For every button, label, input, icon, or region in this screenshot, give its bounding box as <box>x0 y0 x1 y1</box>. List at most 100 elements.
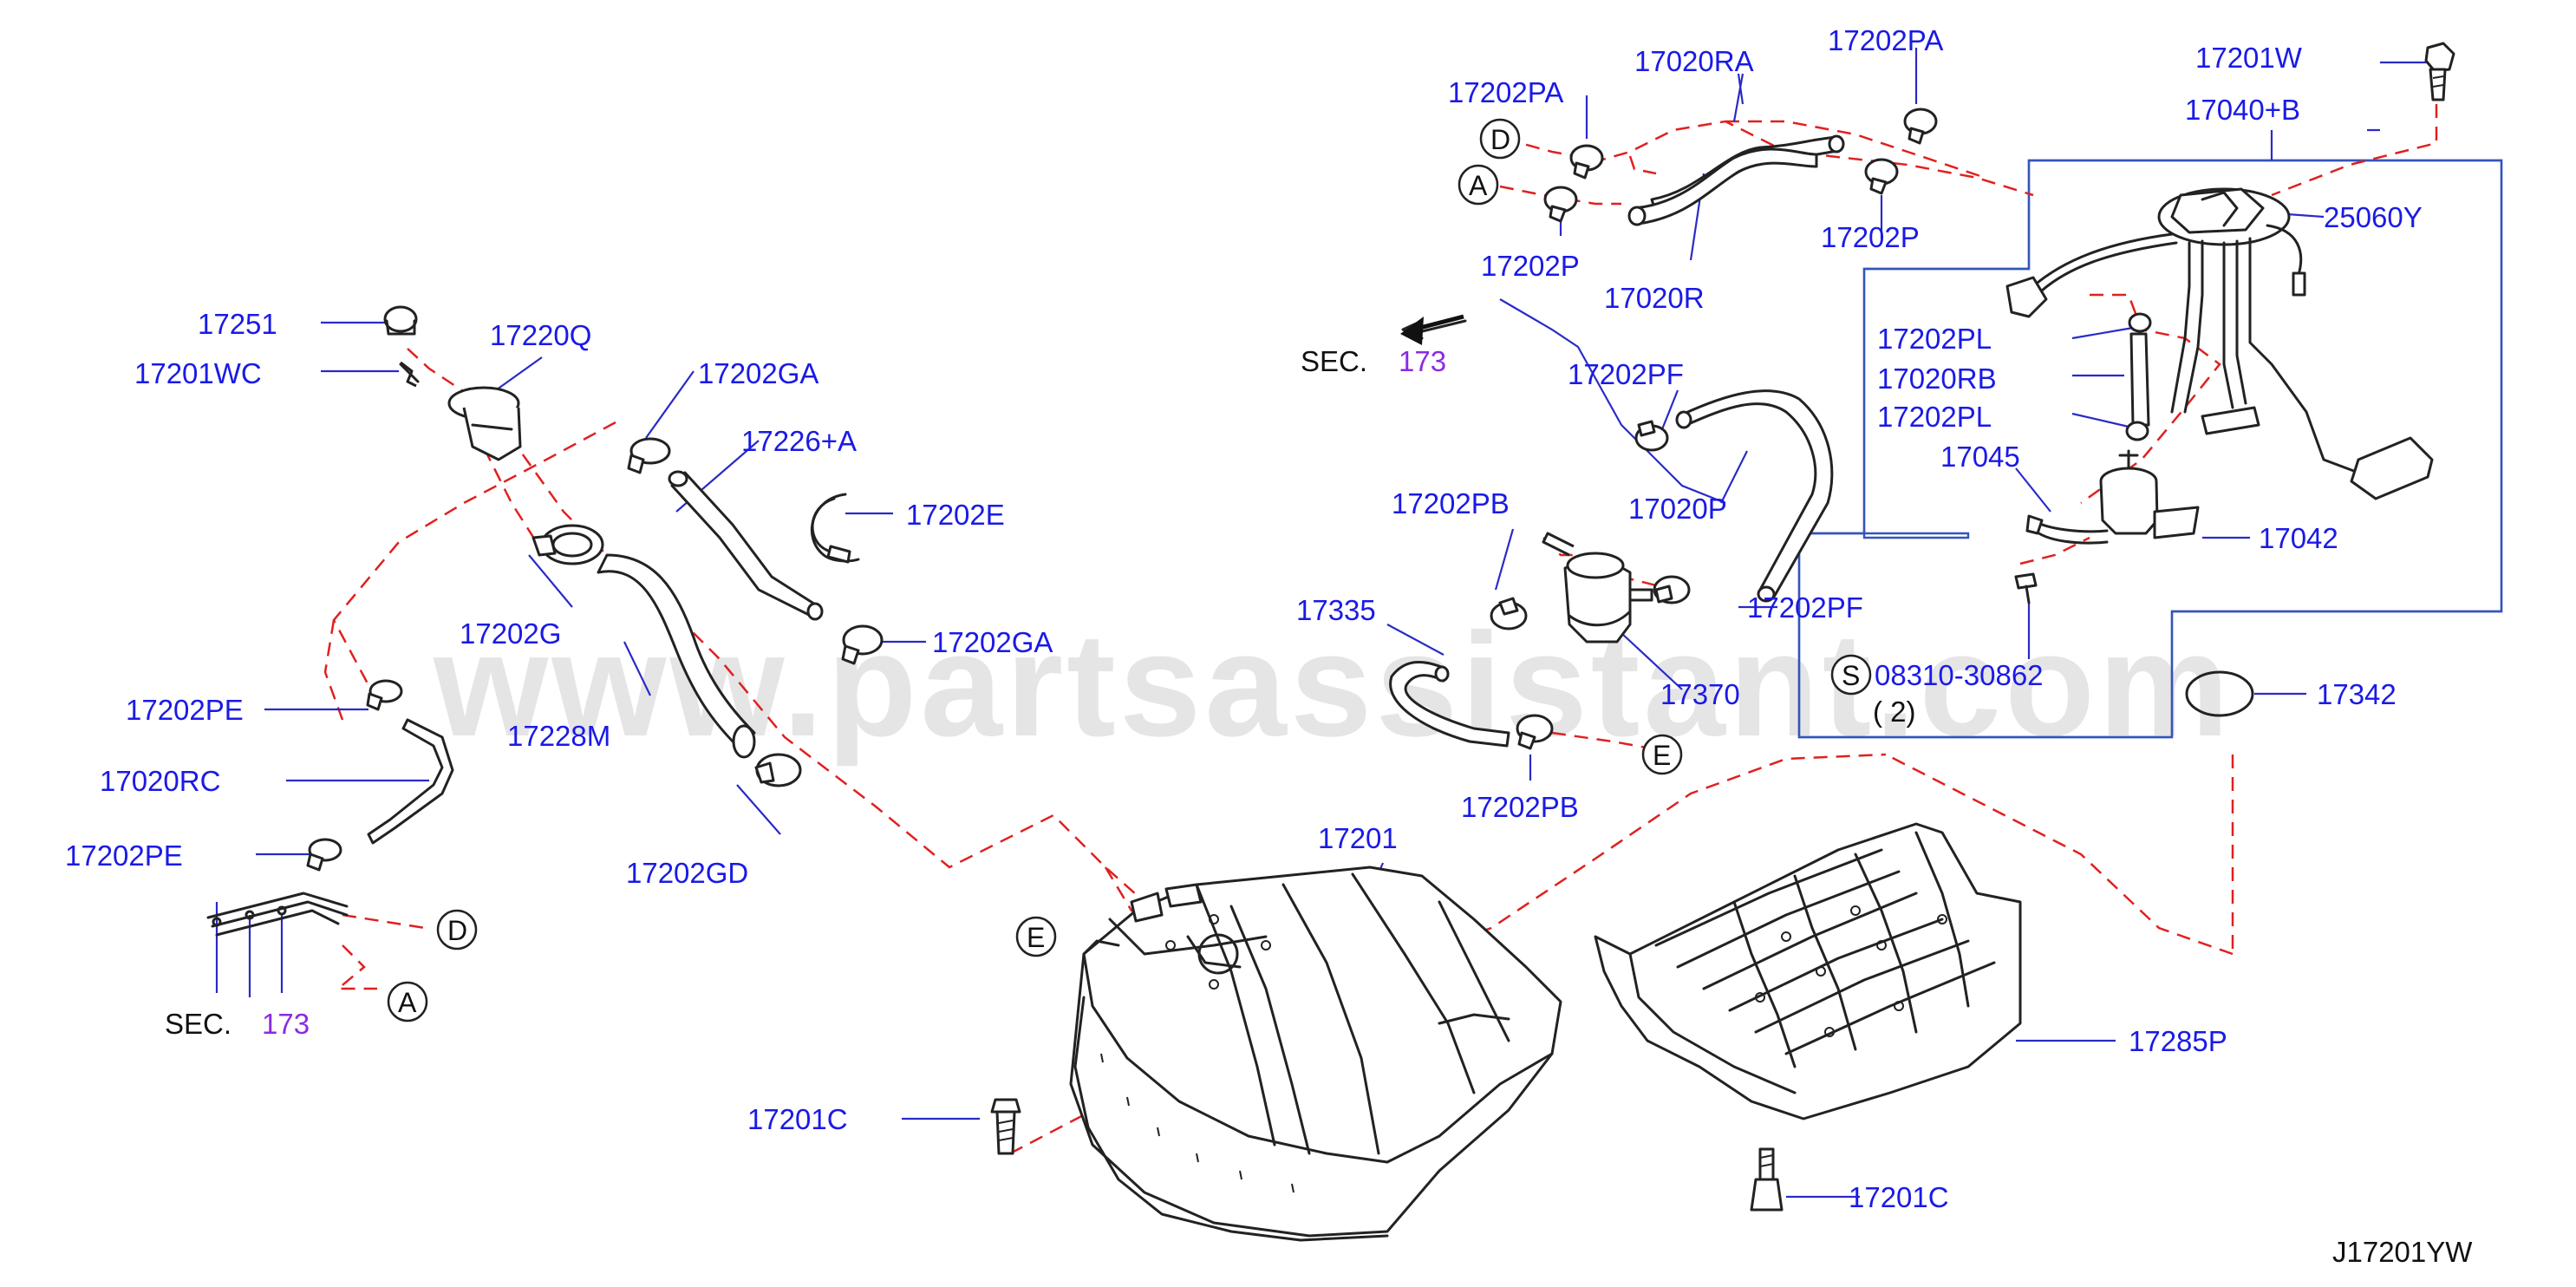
label-17201C-right: 17201C <box>1849 1181 1949 1213</box>
callout-A-bottom: A <box>387 981 428 1022</box>
bolt-17201W <box>2424 42 2455 101</box>
clamp-17202PF-top <box>1634 420 1669 452</box>
label-17201WC: 17201WC <box>134 357 262 389</box>
sec-number-top: 173 <box>1399 345 1446 377</box>
fuel-pump-assembly-box-inner <box>1797 159 2503 739</box>
label-17228M: 17228M <box>507 720 610 752</box>
label-17202P-left: 17202P <box>1481 250 1580 282</box>
gasket-17342 <box>2185 670 2254 717</box>
hose-17020RB <box>2129 332 2150 427</box>
bracket-17045 <box>2025 514 2109 545</box>
clamp-17202GD <box>754 753 802 787</box>
svg-text:E: E <box>1027 922 1045 953</box>
label-17020RA: 17020RA <box>1634 45 1754 77</box>
label-17045: 17045 <box>1940 441 2020 473</box>
label-17042: 17042 <box>2259 522 2338 554</box>
clamp-17202G <box>532 524 604 565</box>
clamp-17202GA-top <box>627 437 671 474</box>
skid-plate-17285P <box>1594 822 2022 1120</box>
clamp-17202P-right <box>1864 158 1899 195</box>
hose-17226-A <box>668 470 824 621</box>
clamp-17202PB-bot <box>1516 714 1554 750</box>
clamp-17202PE-top <box>366 679 403 711</box>
clamp-17202PL-top <box>2128 312 2152 333</box>
callout-E-right: E <box>1641 734 1683 775</box>
clamp-17202PB-top <box>1490 597 1528 630</box>
svg-text:D: D <box>447 915 467 946</box>
callout-E-left: E <box>1015 916 1057 957</box>
label-17202PL-top: 17202PL <box>1877 323 1992 355</box>
label-17251: 17251 <box>198 308 277 340</box>
label-17285P: 17285P <box>2129 1025 2227 1057</box>
svg-text:S: S <box>1842 660 1860 691</box>
callout-D-top: D <box>1479 118 1521 160</box>
fuel-pump-unit-17040B <box>2005 187 2434 500</box>
label-17020RB: 17020RB <box>1877 363 1997 395</box>
label-17020RC: 17020RC <box>100 765 220 797</box>
sec-label-bottom: SEC. <box>165 1008 232 1040</box>
tube-bundle-sec173 <box>206 892 349 937</box>
svg-text:D: D <box>1490 124 1510 155</box>
label-17020R: 17020R <box>1604 282 1705 314</box>
clamp-17202P-left <box>1543 186 1578 223</box>
label-17202GA-mid: 17202GA <box>932 626 1053 658</box>
label-08310-qty: ( 2) <box>1873 696 1916 728</box>
part-labels: 17251 17201WC 17220Q 17202GA 17226+A 172… <box>65 24 2473 1268</box>
clamp-17202GA-mid <box>841 624 884 665</box>
label-17202PF-right: 17202PF <box>1747 591 1863 624</box>
label-17202P-right: 17202P <box>1821 221 1920 253</box>
callout-A-top: A <box>1458 164 1499 206</box>
label-17201: 17201 <box>1318 822 1398 854</box>
filler-cap-17251 <box>383 305 418 336</box>
clamp-17202PL-bot <box>2125 421 2149 441</box>
label-25060Y: 25060Y <box>2324 201 2423 233</box>
label-17202PL-bot: 17202PL <box>1877 401 1992 433</box>
label-17202PE-top: 17202PE <box>126 694 244 726</box>
fuel-filter-17370 <box>1542 532 1653 644</box>
hose-17228M <box>597 553 756 759</box>
label-17202PA-right: 17202PA <box>1828 24 1943 56</box>
label-17201W: 17201W <box>2195 42 2303 74</box>
label-17335: 17335 <box>1296 594 1376 626</box>
label-17202PB-bot: 17202PB <box>1461 791 1579 823</box>
svg-text:E: E <box>1653 740 1671 771</box>
label-17202GD: 17202GD <box>626 857 748 889</box>
label-17202PF-top: 17202PF <box>1568 358 1684 390</box>
label-17202PB-top: 17202PB <box>1392 487 1510 519</box>
label-17202PA-left: 17202PA <box>1448 76 1563 108</box>
clamp-17202PF-right <box>1653 575 1691 604</box>
label-17342: 17342 <box>2317 678 2397 710</box>
sec-173-arrow <box>1400 314 1467 345</box>
sec-number-bottom: 173 <box>262 1008 310 1040</box>
label-17202PE-bot: 17202PE <box>65 839 183 872</box>
label-17040-B: 17040+B <box>2185 94 2300 126</box>
sec-label-top: SEC. <box>1301 345 1367 377</box>
label-17226-A: 17226+A <box>741 425 857 457</box>
label-08310-30862: 08310-30862 <box>1875 659 2044 691</box>
screw-17201WC <box>399 361 420 388</box>
bolt-17201C-left <box>990 1098 1021 1155</box>
hose-17020P <box>1675 389 1834 603</box>
hose-17020R <box>1627 147 1818 226</box>
svg-text:A: A <box>1469 170 1488 201</box>
callout-D-bottom: D <box>436 909 478 951</box>
callout-S: S <box>1830 654 1872 696</box>
label-17202G: 17202G <box>460 617 561 650</box>
diagram-id: J17201YW <box>2332 1236 2473 1268</box>
svg-text:A: A <box>398 987 417 1018</box>
fuel-tank-17201 <box>1069 866 1562 1242</box>
clamp-17202PA-left <box>1569 144 1604 180</box>
label-17202GA-top: 17202GA <box>698 357 818 389</box>
pump-17042 <box>2099 449 2200 539</box>
clamp-17202PA-right <box>1903 108 1938 145</box>
screw-08310-30862 <box>2014 572 2038 604</box>
hose-17020RC <box>367 718 454 845</box>
filler-neck-17220Q <box>447 386 522 461</box>
label-17020P: 17020P <box>1628 493 1727 525</box>
label-17202E: 17202E <box>906 499 1005 531</box>
label-17370: 17370 <box>1660 678 1740 710</box>
clamp-17202PE-bot <box>306 838 342 872</box>
clamp-17202E <box>810 493 860 564</box>
label-17201C-left: 17201C <box>747 1103 848 1135</box>
